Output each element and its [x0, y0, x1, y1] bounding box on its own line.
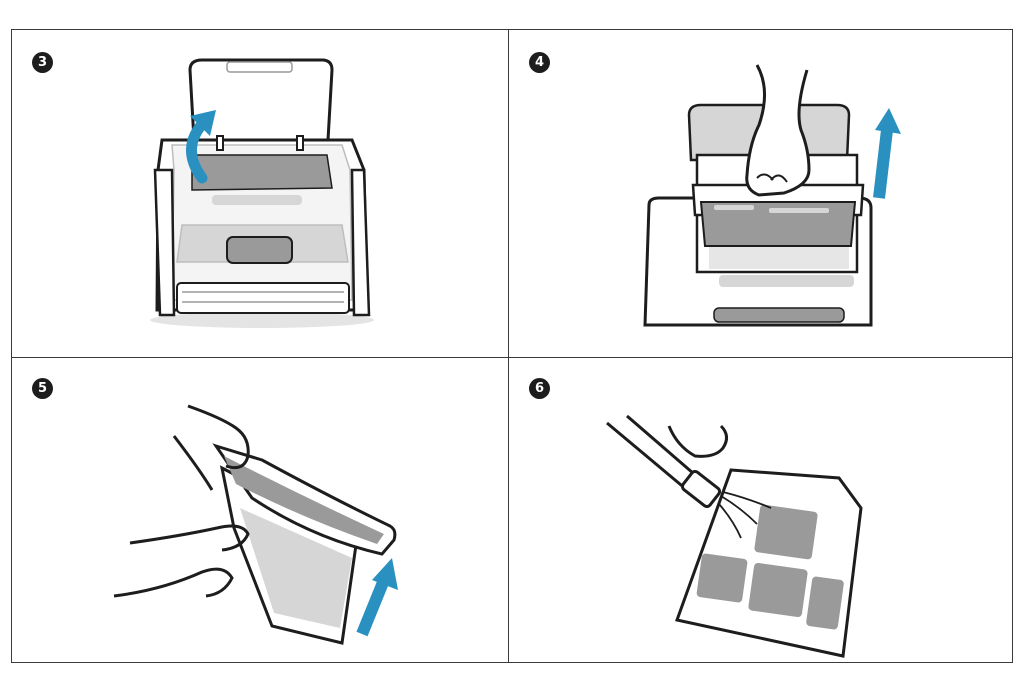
step-panel-5: 5	[12, 358, 508, 662]
open-filter-basket-illustration	[113, 404, 398, 645]
step-panel-4: 4	[509, 30, 1012, 357]
horizontal-divider	[12, 357, 1012, 358]
step-number-badge: 5	[32, 378, 53, 399]
lift-filter-illustration	[643, 64, 901, 327]
instruction-sheet: 3	[11, 29, 1013, 663]
rinse-filter-illustration	[606, 414, 863, 658]
vertical-divider	[508, 30, 509, 662]
step-number-badge: 3	[32, 52, 53, 73]
open-lid-illustration	[150, 58, 374, 328]
step-number-badge: 6	[529, 378, 550, 399]
step-panel-3: 3	[12, 30, 508, 357]
step-number-badge: 4	[529, 52, 550, 73]
step-panel-6: 6	[509, 358, 1012, 662]
